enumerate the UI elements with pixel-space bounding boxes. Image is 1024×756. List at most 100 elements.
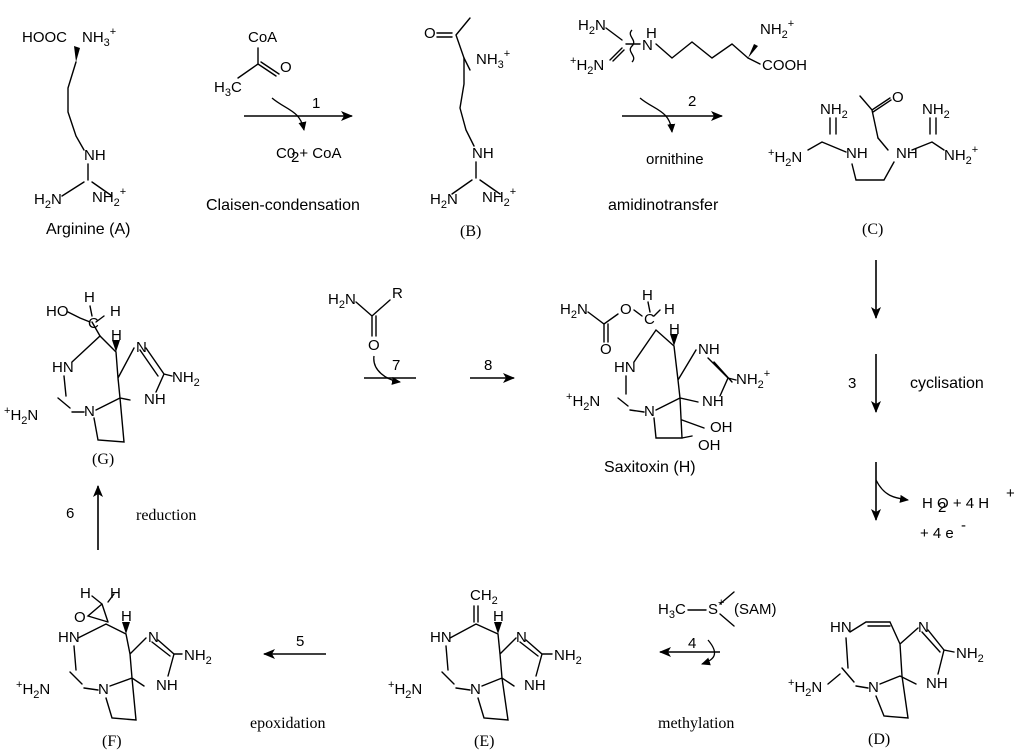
- b-guanidine-bonds: [451, 161, 501, 195]
- compound-saxitoxin: H2N O O H H C HN NH +H2N N NH NH2+ OH OH…: [560, 287, 770, 476]
- step-1-number: 1: [312, 95, 320, 112]
- wedge-bond: [74, 46, 80, 62]
- svg-text:N: N: [148, 629, 159, 646]
- donor-wavy-bond: [629, 29, 635, 63]
- step-6-name: reduction: [136, 507, 196, 524]
- acetyl-oxygen: O: [280, 59, 292, 76]
- svg-text:NH2+: NH2+: [760, 18, 794, 41]
- step-6-number: 6: [66, 505, 74, 522]
- svg-text:H: H: [111, 327, 122, 344]
- b-ketone-o: O: [424, 25, 436, 42]
- compound-b: O NH3+ NH H2N NH2+ (B): [424, 17, 516, 240]
- b-h2n: H2N: [430, 191, 458, 211]
- step-3-curved-arrow: [875, 479, 909, 503]
- svg-text:N: N: [642, 37, 653, 54]
- svg-text:C: C: [88, 315, 99, 332]
- compound-e-label: (E): [474, 733, 494, 750]
- b-ketone-bonds: [436, 17, 471, 71]
- svg-text:NH: NH: [896, 145, 918, 162]
- svg-text:N: N: [918, 619, 929, 636]
- acetyl-bonds: [237, 47, 280, 79]
- c-ketone-bonds: [859, 95, 892, 139]
- svg-text:NH2: NH2: [922, 101, 950, 121]
- coa-label: CoA: [248, 29, 277, 46]
- svg-text:+H2N: +H2N: [16, 679, 50, 701]
- step-3: 3 cyclisation H O + 4 H 2 + + 4 e -: [848, 260, 1015, 542]
- step-2-donor: H2N +H2N N H NH2+ COOH: [570, 17, 807, 77]
- svg-text:HN: HN: [52, 359, 74, 376]
- svg-text:N: N: [84, 403, 95, 420]
- svg-text:H: H: [646, 25, 657, 42]
- svg-text:H: H: [110, 303, 121, 320]
- donor-amidine-bonds: [605, 27, 641, 62]
- d-ring-bonds: [827, 621, 955, 719]
- svg-text:NH2: NH2: [184, 647, 212, 667]
- h2n-label: H2N: [34, 191, 62, 211]
- svg-text:H: H: [84, 289, 95, 306]
- svg-text:N: N: [136, 339, 147, 356]
- svg-text:H2N: H2N: [560, 301, 588, 321]
- step-6: 6 reduction: [66, 485, 196, 550]
- svg-text:NH: NH: [524, 677, 546, 694]
- svg-text:O: O: [600, 341, 612, 358]
- compound-e: CH2 HN N +H2N N NH NH2 H (E): [388, 587, 582, 750]
- svg-text:C: C: [644, 311, 655, 328]
- step-8-number: 8: [484, 357, 492, 374]
- step-1-name: Claisen-condensation: [206, 197, 360, 214]
- step-3-byproduct-2: + 4 e: [920, 525, 954, 542]
- c-ring-bonds: [807, 137, 945, 181]
- step-3-number: 3: [848, 375, 856, 392]
- svg-text:H: H: [669, 321, 680, 338]
- compound-c: O NH2 NH2 +H2N NH NH NH2+ (C): [768, 89, 978, 238]
- step-4-number: 4: [688, 635, 696, 652]
- svg-text:NH2: NH2: [956, 645, 984, 665]
- svg-text:NH2: NH2: [820, 101, 848, 121]
- step-3-name: cyclisation: [910, 375, 984, 392]
- svg-text:HO: HO: [46, 303, 69, 320]
- svg-text:H: H: [493, 608, 504, 625]
- svg-text:+H2N: +H2N: [566, 391, 600, 413]
- compound-f: H H O HN N +H2N N NH NH2 H (F): [16, 585, 212, 750]
- g-ring-bonds: [57, 335, 173, 443]
- compound-d-label: (D): [868, 731, 890, 748]
- svg-text:HN: HN: [614, 359, 636, 376]
- step-4-name: methylation: [658, 715, 734, 732]
- e-ring-bonds: [441, 623, 553, 721]
- step-2-curved-arrow: [639, 97, 676, 133]
- svg-text:H2N: H2N: [578, 17, 606, 37]
- step-4: H3C S+ (SAM) 4 methylation: [658, 591, 777, 732]
- svg-text:+H2N: +H2N: [4, 405, 38, 427]
- step-2-byproduct: ornithine: [646, 151, 704, 168]
- step-7-curved-arrow: [373, 355, 401, 385]
- svg-text:NH2: NH2: [554, 647, 582, 667]
- compound-a-label: Arginine (A): [46, 221, 130, 238]
- svg-text:H: H: [664, 301, 675, 318]
- svg-text:+H2N: +H2N: [788, 677, 822, 699]
- svg-text:NH: NH: [846, 145, 868, 162]
- compound-d: HN N +H2N N NH NH2 (D): [788, 619, 984, 748]
- svg-text:O: O: [368, 337, 380, 354]
- h-ring-bonds: [617, 328, 737, 439]
- amide-r: R: [392, 285, 403, 302]
- step-5-name: epoxidation: [250, 715, 326, 732]
- step-3-byproduct: H O + 4 H: [922, 495, 989, 512]
- svg-text:NH2: NH2: [172, 369, 200, 389]
- svg-text:H3C: H3C: [658, 601, 686, 621]
- svg-text:OH: OH: [710, 419, 733, 436]
- b-nh2plus: NH2+: [482, 186, 516, 209]
- donor-cooh: COOH: [762, 57, 807, 74]
- svg-text:O: O: [620, 301, 632, 318]
- svg-text:-: -: [961, 517, 966, 534]
- compound-b-label: (B): [460, 223, 481, 240]
- svg-text:N: N: [470, 681, 481, 698]
- svg-text:NH: NH: [702, 393, 724, 410]
- svg-text:NH: NH: [926, 675, 948, 692]
- svg-text:HN: HN: [430, 629, 452, 646]
- compound-g-label: (G): [92, 451, 114, 468]
- compound-f-label: (F): [102, 733, 122, 750]
- step-1: CoA O H3C 1 C0 + CoA 2 Claisen-condensat…: [206, 29, 360, 214]
- svg-text:N: N: [98, 681, 109, 698]
- step-2-name: amidinotransfer: [608, 197, 719, 214]
- svg-text:N: N: [868, 679, 879, 696]
